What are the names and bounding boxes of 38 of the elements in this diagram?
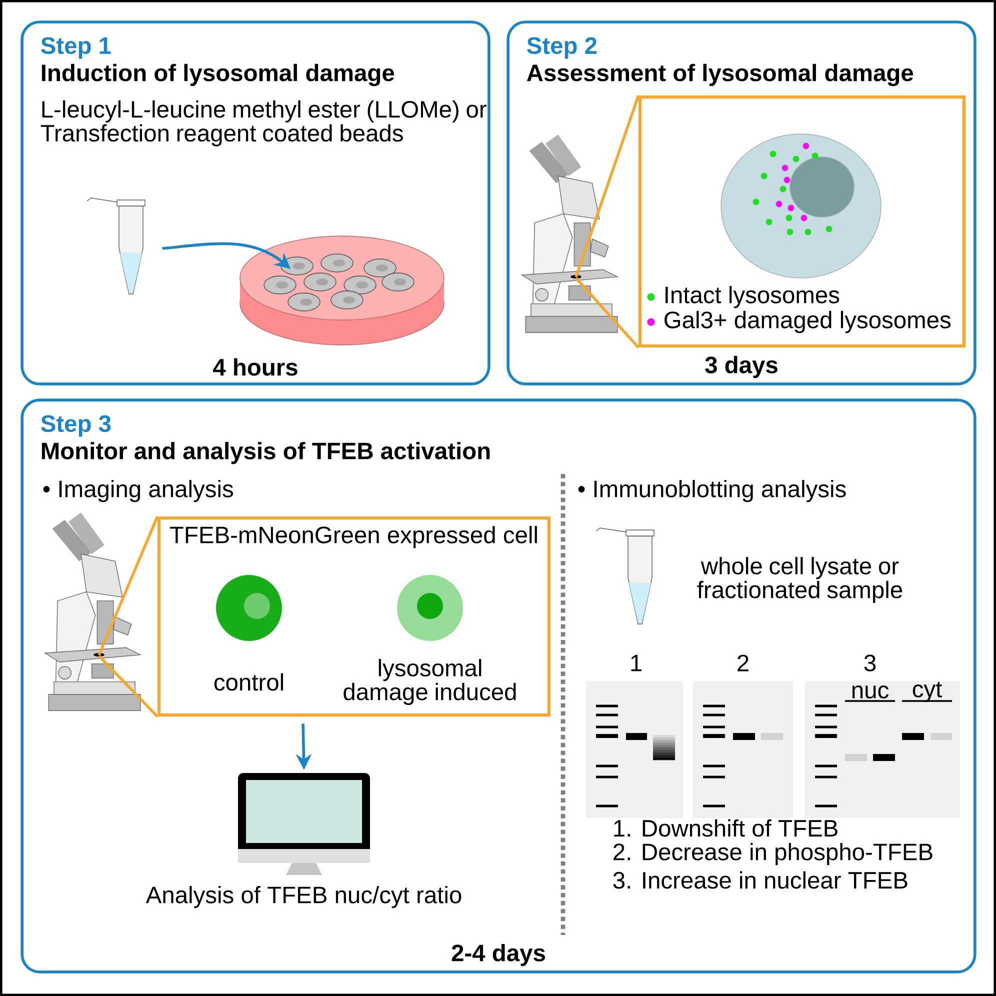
bullet-heading: • Immunoblotting analysis	[578, 480, 846, 502]
reagent-text: L-leucyl-L-leucine methyl ester (LLOMe) or Transfection reagent coated beads	[40, 100, 486, 146]
step-title: Monitor and analysis of TFEB activation	[42, 442, 490, 464]
result-item: 1. Downshift of TFEB	[614, 819, 838, 837]
duration-label: 3 days	[705, 356, 778, 378]
result-item: 2. Decrease in phospho-TFEB	[614, 842, 932, 866]
step-label: Step 2	[527, 37, 597, 59]
step-title: Induction of lysosomal damage	[42, 64, 394, 86]
tube-drawing	[86, 198, 146, 294]
sample-text: whole cell lysate or fractionated sample	[697, 557, 902, 603]
lane-number: 3	[864, 654, 876, 672]
result-item: 3. Increase in nuclear TFEB	[613, 871, 908, 889]
legend-text: Gal3+ damaged lysosomes	[664, 310, 951, 334]
cell-caption: control	[214, 673, 284, 691]
cell-drawing	[216, 575, 282, 641]
bullet-heading: • Imaging analysis	[43, 480, 233, 502]
caption: Analysis of TFEB nuc/cyt ratio	[146, 886, 462, 908]
petri-dish-drawing	[240, 236, 444, 346]
step-label: Step 3	[41, 415, 111, 437]
zoom-line	[98, 516, 159, 656]
cell-caption: lysosomal damage induced	[344, 659, 516, 705]
inset-frame	[638, 95, 966, 348]
lane-number: 1	[631, 654, 642, 672]
step-title: Assessment of lysosomal damage	[526, 64, 914, 86]
duration-label: 4 hours	[213, 358, 298, 376]
duration-label: 2-4 days	[452, 944, 545, 966]
zoom-line	[574, 277, 640, 348]
zoom-line	[574, 94, 640, 278]
fraction-label: cyt	[912, 682, 942, 702]
inset-frame	[157, 516, 551, 717]
monitor-drawing	[238, 773, 370, 875]
lane-number: 2	[738, 654, 748, 672]
inset-title: TFEB-mNeonGreen expressed cell	[170, 526, 537, 548]
cell-drawing	[397, 575, 463, 641]
tube-drawing	[596, 528, 654, 624]
fraction-label: nuc	[852, 686, 889, 698]
legend-text: Intact lysosomes	[666, 286, 840, 308]
step-label: Step 1	[41, 37, 111, 59]
